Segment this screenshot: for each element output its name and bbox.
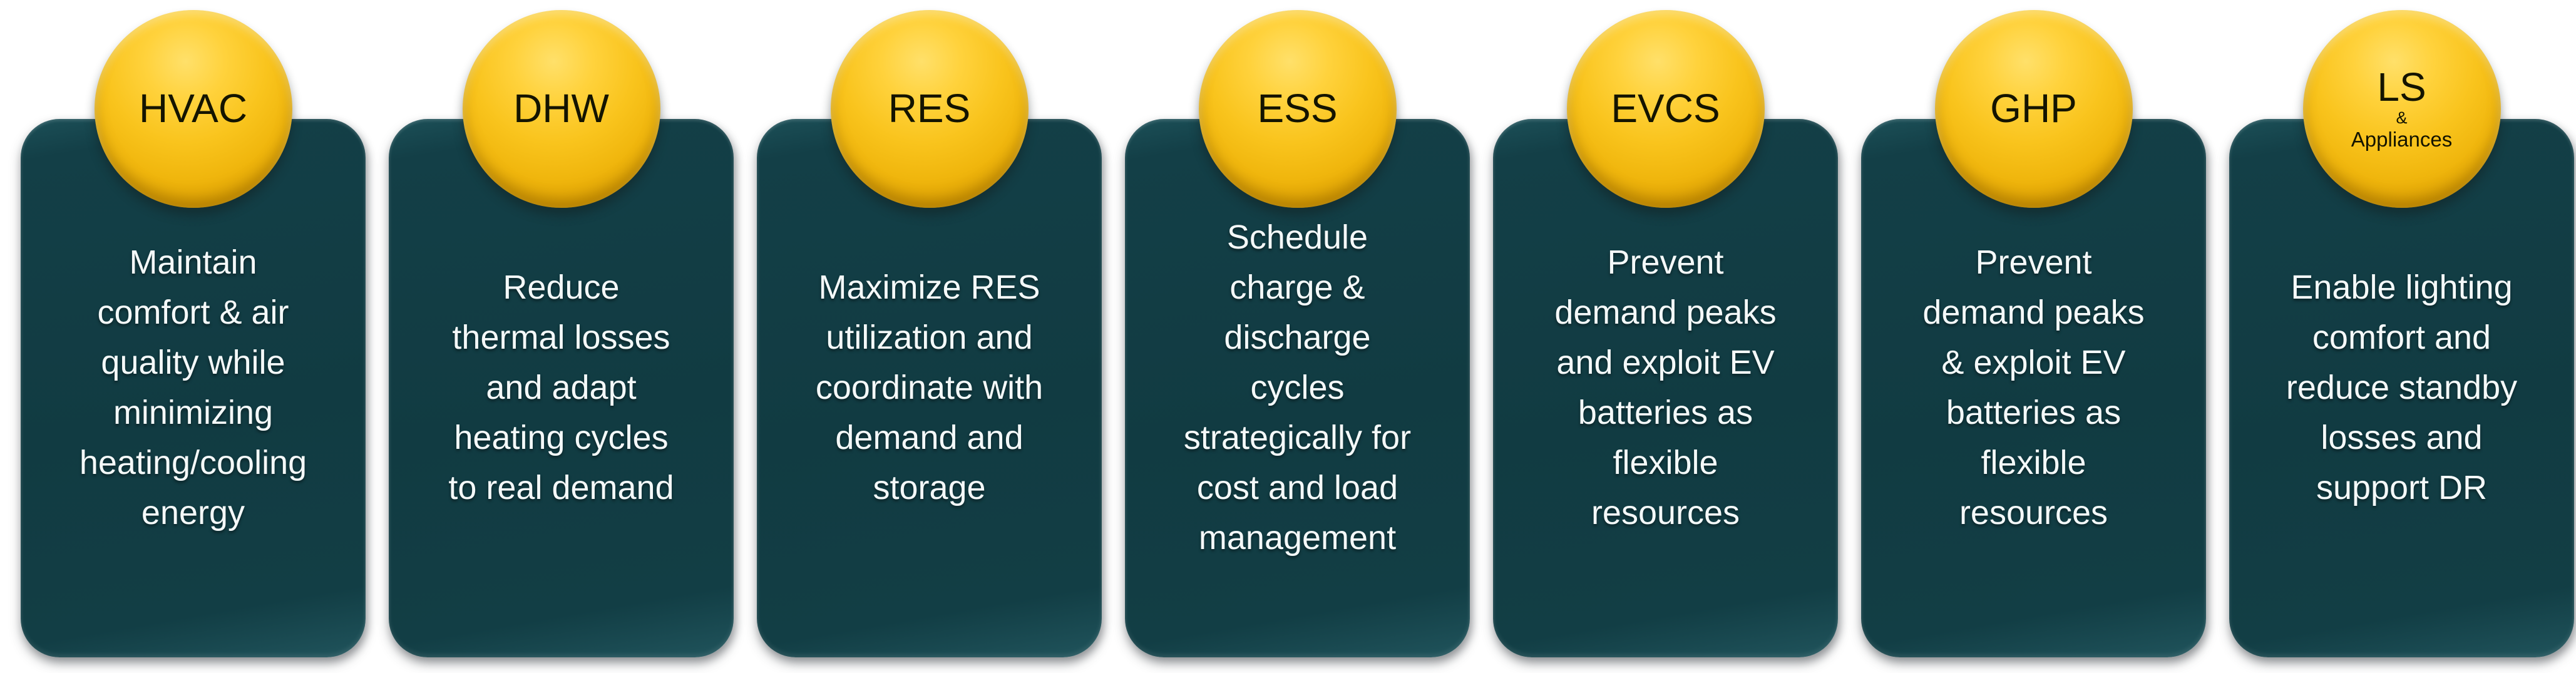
card-ghp: GHP Prevent demand peaks & exploit EV ba… [1861,0,2206,673]
res-card-panel [757,119,1102,657]
ls-appliances-card-panel [2229,119,2574,657]
ess-card-description: Schedule charge & discharge cycles strat… [1183,218,1412,557]
ess-card-panel [1125,119,1470,657]
ls-appliances-badge-amp: & [2396,108,2408,128]
card-ls-appliances: LS & Appliances Enable lighting comfort … [2229,0,2574,673]
dhw-card-panel [389,119,734,657]
card-row: HVAC Maintain comfort & air quality whil… [21,0,2574,673]
dhw-badge: DHW [462,10,660,208]
hvac-badge-label: HVAC [138,86,248,131]
hvac-badge: HVAC [94,10,292,208]
ghp-badge: GHP [1934,10,2133,208]
ess-badge: ESS [1198,10,1397,208]
evcs-badge-label: EVCS [1611,86,1720,131]
evcs-card-panel [1493,119,1838,657]
dhw-card-description: Reduce thermal losses and adapt heating … [448,269,674,506]
ess-badge-label: ESS [1257,86,1338,131]
ls-appliances-badge: LS & Appliances [2302,10,2501,208]
ls-appliances-badge-sublabel: Appliances [2351,128,2453,152]
ghp-badge-label: GHP [1990,86,2077,131]
card-dhw: DHW Reduce thermal losses and adapt heat… [389,0,734,673]
ghp-card-panel [1861,119,2206,657]
hvac-card-description: Maintain comfort & air quality while min… [79,244,307,532]
card-hvac: HVAC Maintain comfort & air quality whil… [21,0,366,673]
card-evcs: EVCS Prevent demand peaks and exploit EV… [1493,0,1838,673]
res-badge: RES [830,10,1029,208]
dhw-badge-label: DHW [513,86,609,131]
evcs-badge: EVCS [1566,10,1765,208]
card-ess: ESS Schedule charge & discharge cycles s… [1125,0,1470,673]
ls-appliances-card-description: Enable lighting comfort and reduce stand… [2286,269,2518,506]
res-card-description: Maximize RES utilization and coordinate … [815,269,1044,506]
card-res: RES Maximize RES utilization and coordin… [757,0,1102,673]
ghp-card-description: Prevent demand peaks & exploit EV batter… [1922,244,2145,532]
evcs-card-description: Prevent demand peaks and exploit EV batt… [1554,244,1777,532]
res-badge-label: RES [888,86,971,131]
ls-appliances-badge-label: LS [2377,64,2426,110]
hvac-card-panel [21,119,366,657]
